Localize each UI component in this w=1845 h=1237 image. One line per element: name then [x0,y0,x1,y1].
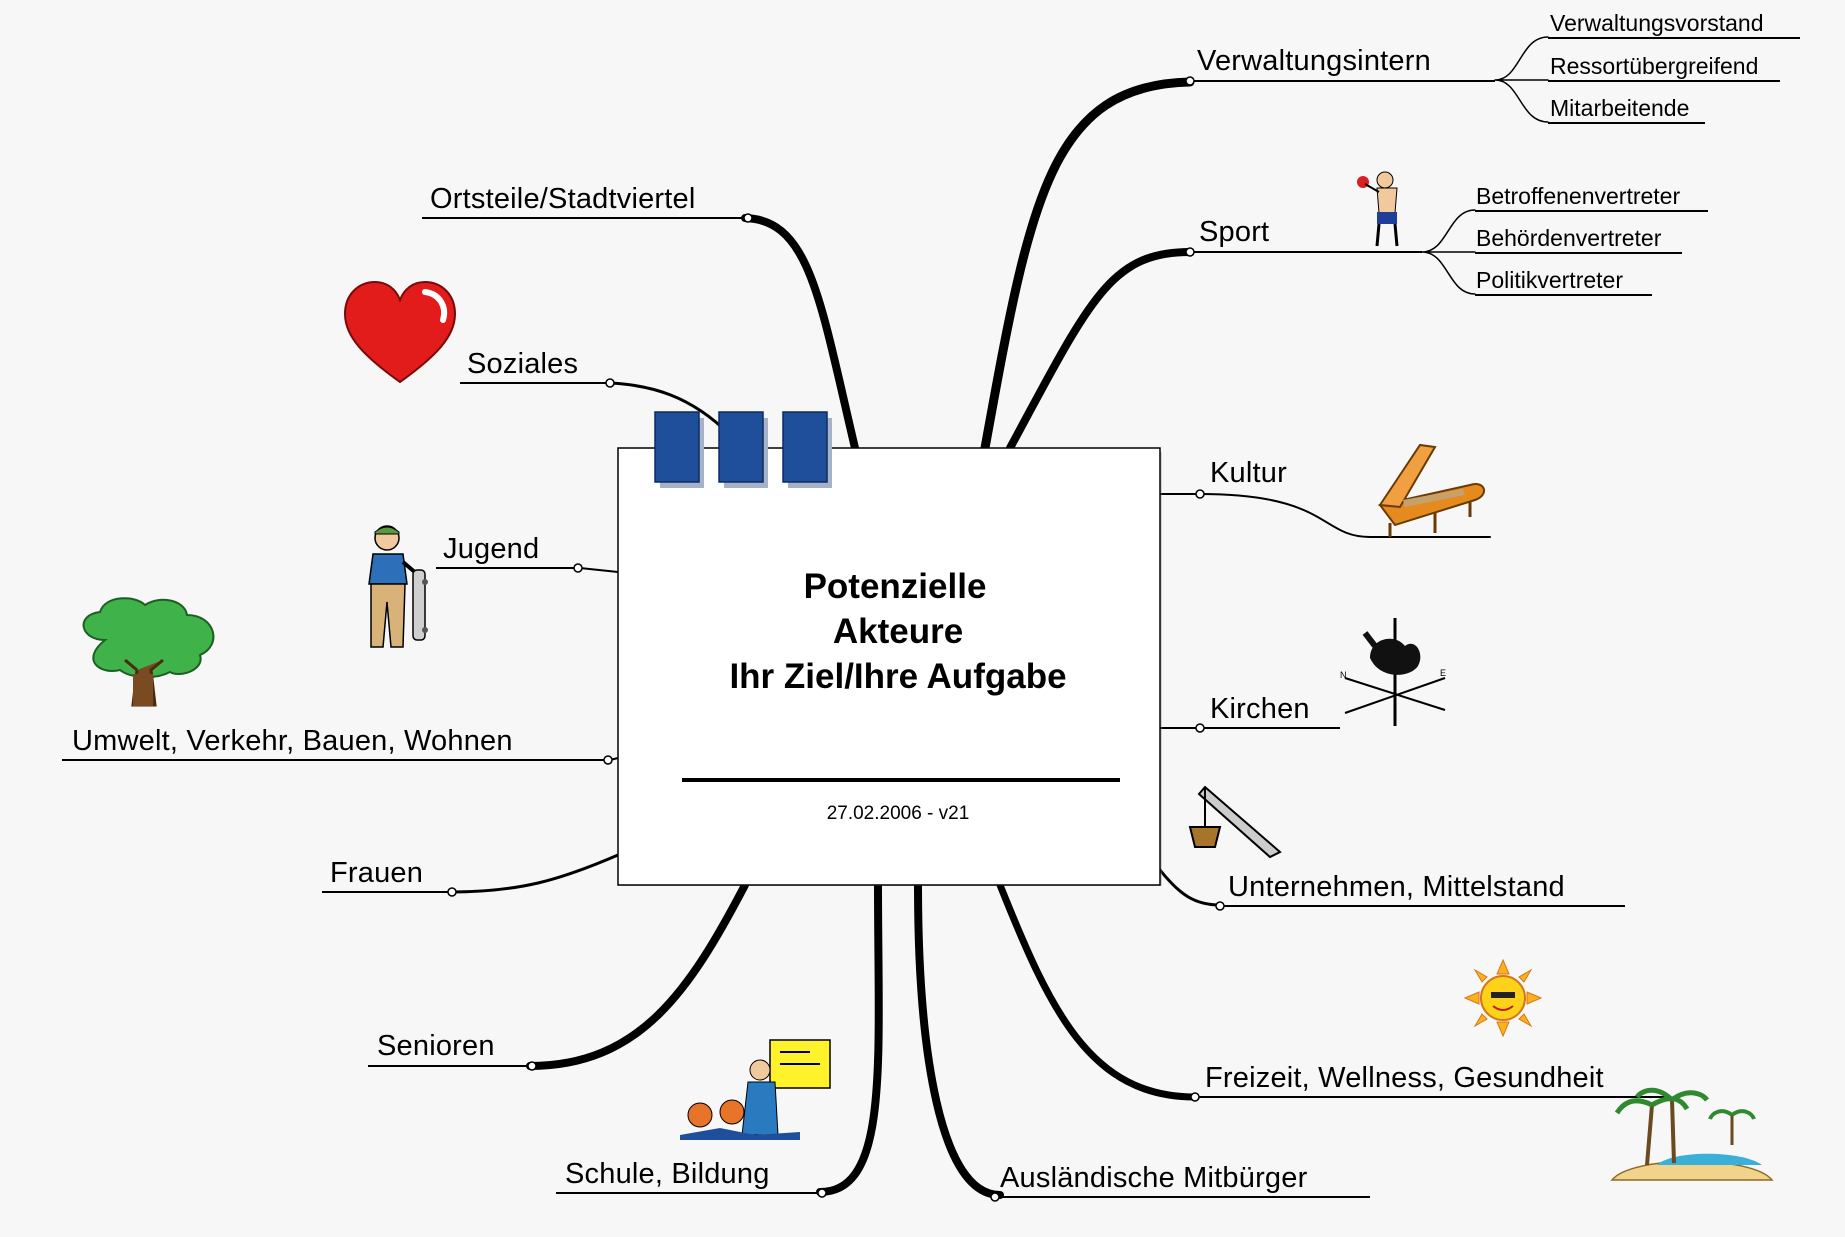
branch-line-sport [1006,248,1194,452]
topic-sport[interactable]: Sport [1185,216,1422,257]
svg-text:N: N [1340,670,1347,680]
topic-label-senioren: Senioren [377,1030,495,1062]
central-topic[interactable]: Potenzielle Akteure Ihr Ziel/Ihre Aufgab… [617,411,1162,886]
topic-kultur[interactable]: Kultur [1195,457,1491,538]
subtopic-politikvertreter[interactable]: Politikvertreter [1475,267,1652,296]
connector-knob [1195,723,1205,733]
topic-jugend[interactable]: Jugend [436,533,583,573]
connector-knob [527,1061,537,1071]
sun-icon [1463,958,1543,1038]
topic-kirchen[interactable]: Kirchen [1195,693,1340,733]
subtopic-behoerdenvertreter[interactable]: Behördenvertreter [1475,225,1682,254]
topic-umwelt[interactable]: Umwelt, Verkehr, Bauen, Wohnen [62,725,613,765]
connector-knob [1190,1092,1200,1102]
connector-knob [1195,489,1205,499]
connectors [448,36,1549,1199]
grand-piano-icon [1378,443,1485,537]
skateboarder-icon [368,525,428,648]
connector-knob [605,378,615,388]
palm-beach-icon [1610,1087,1774,1181]
tree-icon [82,597,215,707]
topic-underline [1199,493,1491,538]
subtopic-betroffenenvertreter[interactable]: Betroffenenvertreter [1475,183,1708,212]
topic-freizeit[interactable]: Freizeit, Wellness, Gesundheit [1190,1062,1665,1102]
subtopic-label: Betroffenenvertreter [1476,183,1680,209]
topic-senioren[interactable]: Senioren [368,1030,537,1071]
connector-knob [743,213,753,223]
subbranch-lines-sport [1421,209,1476,295]
branch-line-verwaltungsintern [980,77,1195,453]
topic-ortsteile[interactable]: Ortsteile/Stadtviertel [422,183,753,223]
topic-schule[interactable]: Schule, Bildung [556,1158,827,1198]
branch-line-unternehmen [1158,868,1222,907]
connector-knob [573,563,583,573]
topic-label-umwelt: Umwelt, Verkehr, Bauen, Wohnen [72,725,513,757]
branch-line-senioren [526,881,749,1070]
svg-text:E: E [1440,668,1446,678]
topic-frauen[interactable]: Frauen [322,857,457,897]
subtopics-verwaltungsintern: Verwaltungsvorstand Ressortübergreifend … [1548,10,1800,124]
connector-knob [447,887,457,897]
branch-line-auslaendische [914,881,1004,1199]
subtopic-label: Behördenvertreter [1476,225,1662,251]
central-title-line-3: Ihr Ziel/Ihre Aufgabe [729,657,1066,696]
branch-line-soziales [608,381,732,437]
classroom-icon [680,1039,831,1140]
topic-label-ortsteile: Ortsteile/Stadtviertel [430,183,696,215]
topic-soziales[interactable]: Soziales [460,348,615,388]
branch-line-jugend [579,567,619,573]
subtopic-label: Ressortübergreifend [1550,53,1758,79]
topic-label-kultur: Kultur [1210,457,1287,489]
subtopic-mitarbeitende[interactable]: Mitarbeitende [1548,95,1705,124]
branch-line-freizeit [996,881,1199,1101]
topic-label-soziales: Soziales [467,348,578,380]
crane-icon [1188,785,1282,859]
subtopic-label: Verwaltungsvorstand [1550,10,1764,36]
subtopic-label: Mitarbeitende [1550,95,1689,121]
heart-icon [343,280,457,384]
branch-line-ortsteile [741,214,859,452]
branch-line-schule [816,881,883,1196]
connector-knob [817,1188,827,1198]
topic-verwaltungsintern[interactable]: Verwaltungsintern [1185,45,1495,86]
connector-knob [1185,76,1195,86]
topic-label-frauen: Frauen [330,857,423,889]
topic-label-sport: Sport [1199,216,1269,248]
subbranch-lines-verwaltungsintern [1494,36,1549,123]
weathervane-rooster-icon: N E [1340,618,1446,726]
topic-label-jugend: Jugend [443,533,539,565]
topic-label-verwaltungsintern: Verwaltungsintern [1197,45,1431,77]
topic-label-unternehmen: Unternehmen, Mittelstand [1228,871,1565,903]
connector-knob [1215,901,1225,911]
topic-label-freizeit: Freizeit, Wellness, Gesundheit [1205,1062,1604,1094]
connector-knob [990,1192,1000,1202]
central-title-line-1: Potenzielle [804,567,987,606]
subtopic-ressortuebergreifend[interactable]: Ressortübergreifend [1548,53,1780,82]
branch-line-frauen [448,853,620,894]
central-date: 27.02.2006 - v21 [827,803,970,824]
topic-unternehmen[interactable]: Unternehmen, Mittelstand [1215,871,1625,911]
subtopic-verwaltungsvorstand[interactable]: Verwaltungsvorstand [1548,10,1800,39]
subtopic-label: Politikvertreter [1476,267,1623,293]
boxer-icon [1357,171,1399,247]
binder-clip-icon [654,411,832,488]
connector-knob [1185,247,1195,257]
topic-auslaendische[interactable]: Ausländische Mitbürger [990,1162,1370,1202]
topic-label-schule: Schule, Bildung [565,1158,770,1190]
connector-knob [603,755,613,765]
topic-label-auslaendische: Ausländische Mitbürger [1000,1162,1308,1194]
subtopics-sport: Betroffenenvertreter Behördenvertreter P… [1475,183,1708,296]
central-title-line-2: Akteure [833,612,963,651]
topic-label-kirchen: Kirchen [1210,693,1310,725]
